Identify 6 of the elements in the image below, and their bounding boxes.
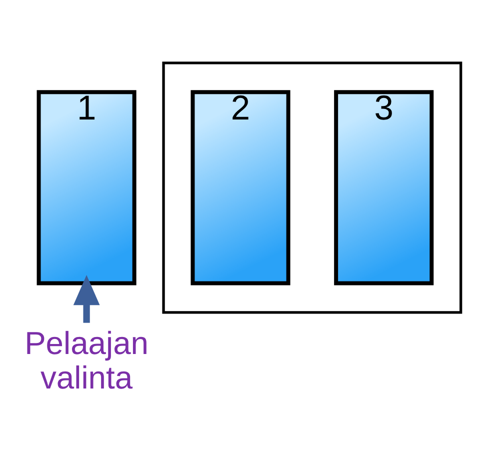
node-box: 1 (36, 90, 136, 285)
cluster (162, 61, 462, 314)
arrow (73, 274, 100, 322)
node-box: 2 (190, 90, 290, 285)
node-text: Pelaajan valinta (24, 324, 149, 395)
node-box: 3 (334, 90, 434, 285)
